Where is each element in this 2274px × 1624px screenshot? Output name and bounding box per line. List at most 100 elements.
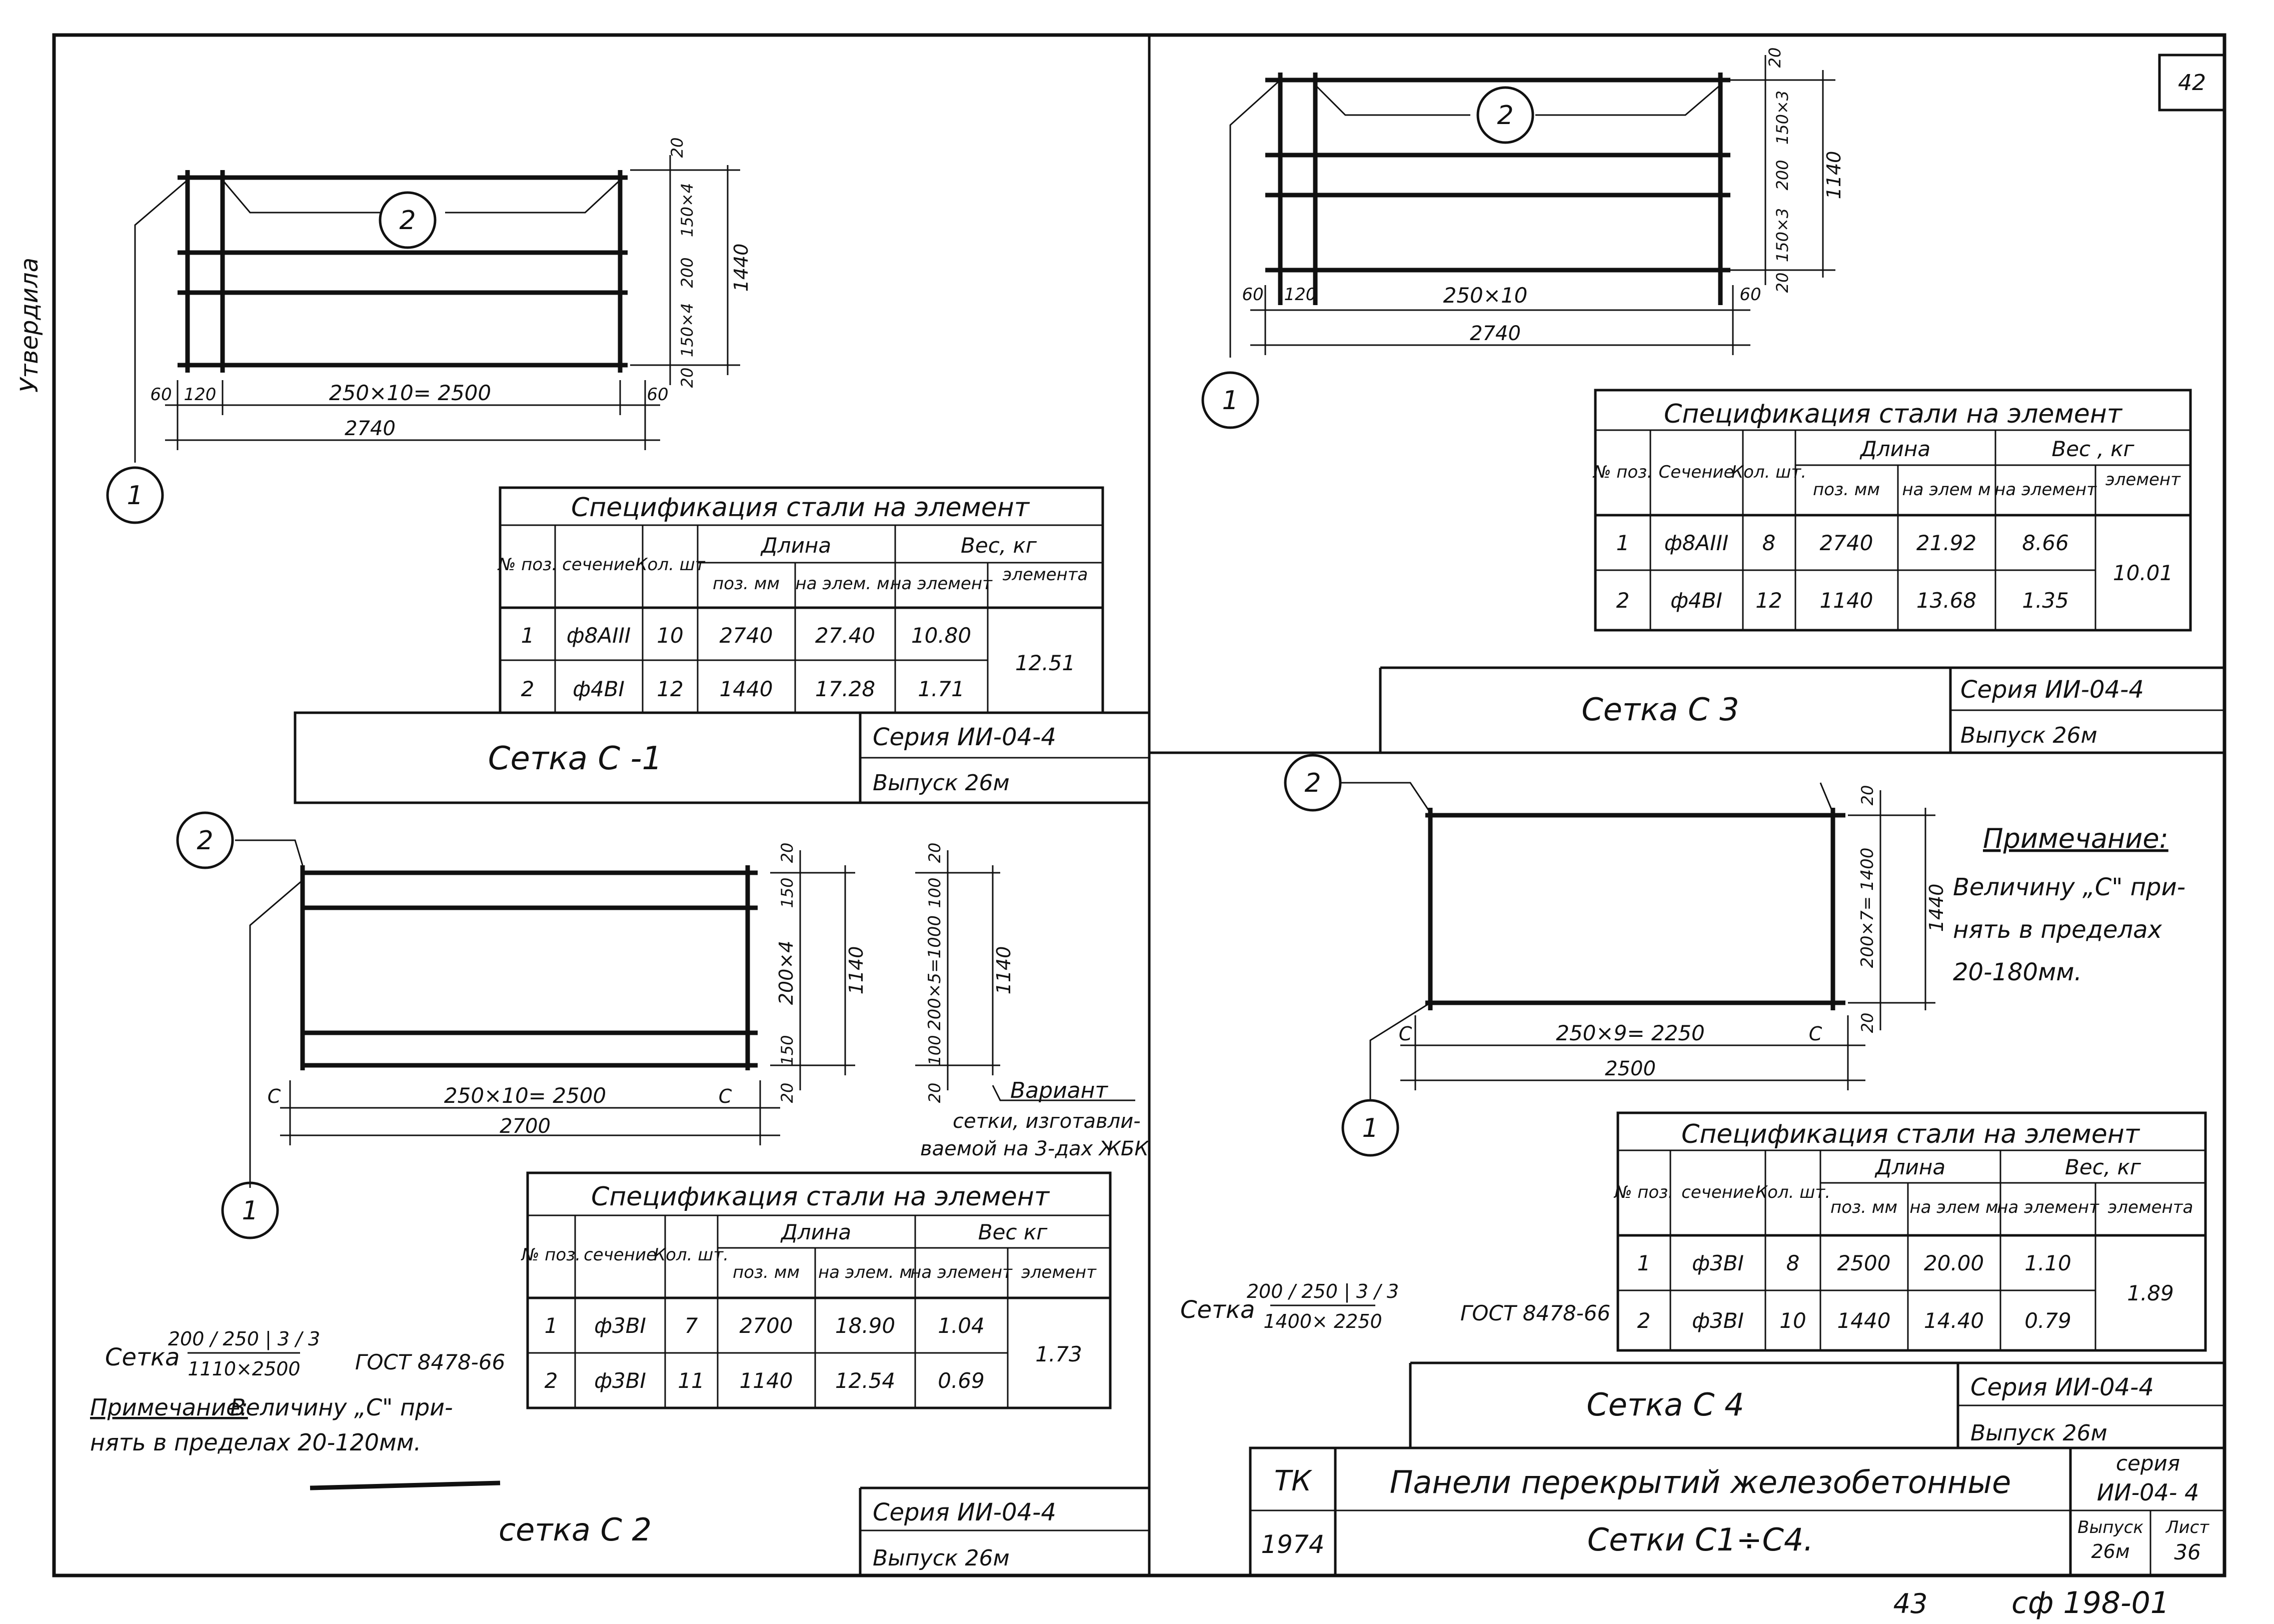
s3-dim-span: 250×10 <box>1443 283 1528 308</box>
s1-row2-pos: 2 <box>521 677 535 701</box>
s1-head-pos: № поз. <box>497 555 557 575</box>
s3-row2-pos: 2 <box>1616 588 1630 613</box>
s4-note-heading: Примечание: <box>1983 823 2168 854</box>
s4-mesh-prefix: Сетка <box>1180 1296 1255 1324</box>
s3-marker-1: 1 <box>1222 386 1238 416</box>
s4-note-text-2: нять в пределах <box>1953 916 2162 944</box>
s4-row2-pos: 2 <box>1637 1308 1651 1333</box>
s2-total-weight: 1.73 <box>1035 1342 1082 1366</box>
s3-dim-vtotal: 1140 <box>1823 151 1845 200</box>
s4-dim-v2: 200×7= 1400 <box>1857 848 1877 968</box>
s4-title: Сетка С 4 <box>1586 1386 1744 1423</box>
title-year: 1974 <box>1261 1530 1324 1559</box>
s4-row2-len-el: 14.40 <box>1924 1308 1984 1333</box>
s4-head-pos: № поз. <box>1613 1182 1673 1202</box>
s2-head-weight: Вес кг <box>978 1220 1048 1244</box>
s4-series: Серия ИИ-04-4 <box>1970 1373 2154 1401</box>
s2-row1-pos: 1 <box>545 1313 558 1338</box>
s4-head-w-el: на элемент <box>1997 1197 2099 1217</box>
s1-row2-qty: 12 <box>657 677 683 701</box>
s4-note-text-1: Величину „С" при- <box>1953 873 2185 901</box>
s3-head-w-el: на элемент <box>1994 480 2097 500</box>
title-sheet-label: Лист <box>2165 1517 2209 1537</box>
s3-head-section: Сечение <box>1659 462 1734 482</box>
s3-head-w-total: элемент <box>2105 470 2181 490</box>
sheet-frame <box>52 33 2226 1577</box>
s2-row2-pos: 2 <box>545 1368 558 1393</box>
s2-spec-table <box>526 1171 1112 1409</box>
s2-row1-section: ф3ВI <box>594 1313 646 1338</box>
s3-row2-w-el: 1.35 <box>2022 588 2069 613</box>
s4-dim-v1: 20 <box>1858 785 1877 806</box>
s1-dim-vtotal: 1440 <box>730 244 752 292</box>
s2-variant-note-2: сетки, изготавли- <box>953 1110 1141 1133</box>
s2-dim-c-left: С <box>268 1085 281 1107</box>
s3-dim-total: 2740 <box>1470 322 1521 345</box>
s3-row1-section: ф8АIII <box>1664 531 1729 555</box>
s4-dim-vtotal: 1440 <box>1925 884 1947 932</box>
sheet-number: 42 <box>2178 70 2206 96</box>
s4-head-len-pos: поз. мм <box>1830 1197 1897 1217</box>
s2-head-w-total: элемент <box>1021 1262 1097 1282</box>
s4-dim-c-left: С <box>1399 1023 1412 1045</box>
s2-alt-vtotal: 1140 <box>993 946 1015 995</box>
s2-dim-span: 250×10= 2500 <box>444 1083 606 1108</box>
s3-series: Серия ИИ-04-4 <box>1960 676 2144 704</box>
bottom-mark-code: сф 198-01 <box>2011 1585 2169 1620</box>
s1-dim-left-b: 120 <box>184 385 217 405</box>
s3-dim-left-a: 60 <box>1242 285 1263 305</box>
s1-head-w-total: элемента <box>1003 565 1088 585</box>
s2-row1-qty: 7 <box>685 1313 698 1338</box>
s1-dim-v3: 200 <box>678 257 697 288</box>
s2-dim-v1: 20 <box>778 843 797 863</box>
title-subtitle: Сетки С1÷С4. <box>1587 1521 1813 1558</box>
s2-spec-title: Спецификация стали на элемент <box>591 1182 1050 1212</box>
s1-head-length: Длина <box>760 533 831 558</box>
s1-head-weight: Вес, кг <box>961 533 1037 558</box>
s4-note-text-3: 20-180мм. <box>1953 958 2082 986</box>
s2-mesh-num: 200 / 250 | 3 / 3 <box>168 1328 320 1350</box>
s4-mesh-num: 200 / 250 | 3 / 3 <box>1247 1280 1399 1303</box>
s4-row1-pos: 1 <box>1637 1251 1651 1275</box>
s4-head-section: сечение <box>1681 1182 1754 1202</box>
s2-head-len-pos: поз. мм <box>733 1262 800 1282</box>
side-stamp: Утвердила <box>16 258 44 393</box>
s4-head-len-el: на элем м <box>1909 1197 1998 1217</box>
s2-note-text-2: нять в пределах 20-120мм. <box>90 1429 421 1456</box>
s1-row1-pos: 1 <box>521 623 535 648</box>
s3-spec-table <box>1594 389 2192 632</box>
s1-dim-right-a: 60 <box>647 385 668 405</box>
title-org: ТК <box>1274 1465 1312 1497</box>
s4-head-w-total: элемента <box>2108 1197 2193 1217</box>
s1-marker-2: 2 <box>399 206 416 236</box>
s1-row2-w-el: 1.71 <box>918 677 965 701</box>
s1-title: Сетка С -1 <box>488 740 662 777</box>
s1-total-weight: 12.51 <box>1015 651 1075 675</box>
s2-dim-v4: 150 <box>778 1035 797 1065</box>
s2-marker-2: 2 <box>197 826 213 856</box>
s3-dim-v2: 150×3 <box>1773 91 1792 145</box>
s4-marker-1: 1 <box>1362 1113 1378 1143</box>
s3-spec-title: Спецификация стали на элемент <box>1664 399 2123 429</box>
title-sheet-value: 36 <box>2174 1540 2200 1564</box>
s2-mesh-prefix: Сетка <box>105 1343 180 1371</box>
s4-row1-len-el: 20.00 <box>1924 1251 1984 1275</box>
s2-alt-v3: 200×5=1000 <box>925 915 945 1030</box>
main-title-block <box>1249 1446 2226 1577</box>
s2-dim-v5: 20 <box>778 1083 797 1103</box>
panel-s1-drawing <box>106 155 740 524</box>
s2-dim-vtotal: 1140 <box>845 946 867 995</box>
panel-s3-drawing <box>1201 55 1835 429</box>
s2-title: сетка С 2 <box>499 1511 652 1548</box>
s4-row1-w-el: 1.10 <box>2024 1251 2071 1275</box>
s3-issue: Выпуск 26м <box>1960 723 2097 748</box>
s3-row1-pos: 1 <box>1616 531 1630 555</box>
s1-title-block <box>294 711 1151 804</box>
s2-series: Серия ИИ-04-4 <box>873 1498 1056 1526</box>
s4-dim-span: 250×9= 2250 <box>1556 1021 1705 1045</box>
s1-head-section: сечение <box>562 555 635 575</box>
s4-row1-qty: 8 <box>1786 1251 1800 1275</box>
title-issue-label: Выпуск <box>2077 1517 2143 1537</box>
s3-head-weight: Вес , кг <box>2051 437 2134 461</box>
